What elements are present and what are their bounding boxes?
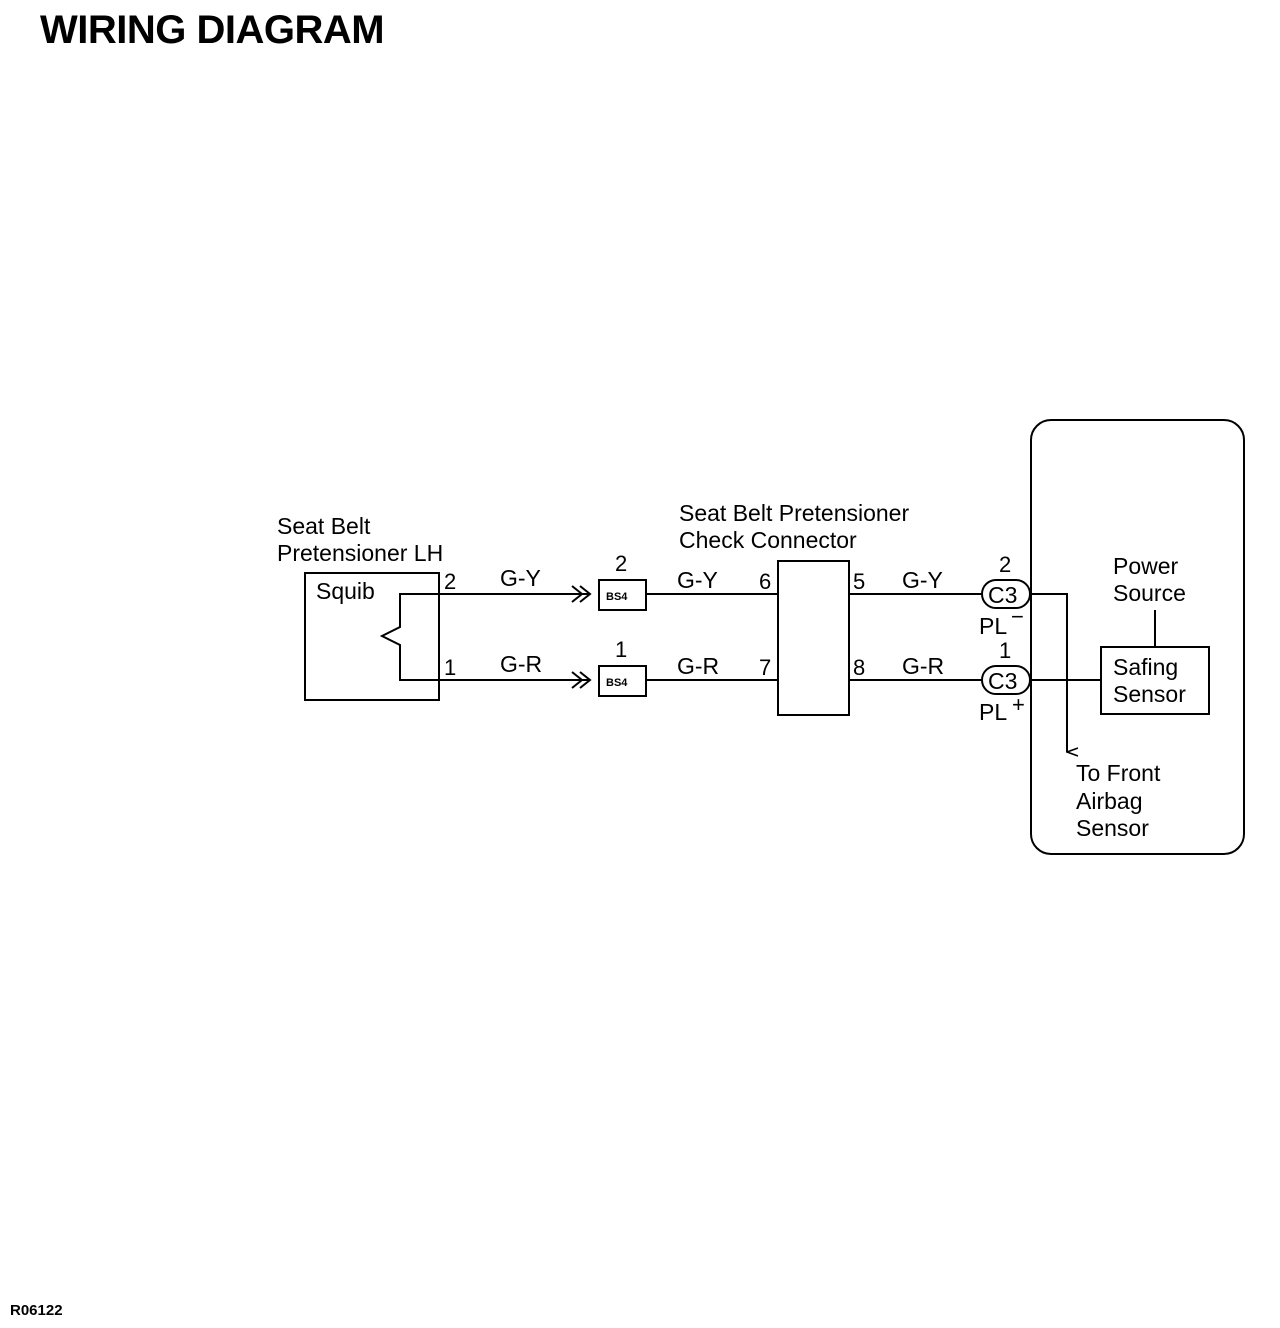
- pretensioner-pin-2: 2: [444, 569, 456, 594]
- terminal-pl-plus: PL: [979, 699, 1007, 725]
- plug-chevron-bottom-2: [579, 671, 592, 689]
- bs4-pin-1: 1: [615, 637, 627, 662]
- wire-label-g-r-3: G-R: [902, 653, 944, 679]
- pretensioner-box: [304, 572, 440, 701]
- pretensioner-pin-1: 1: [444, 655, 456, 680]
- wire-label-g-y-2: G-Y: [677, 567, 718, 593]
- safing-sensor-label-line2: Sensor: [1113, 681, 1186, 707]
- terminal-pl-plus-sign: +: [1012, 692, 1025, 717]
- safing-sensor-label-line1: Safing: [1113, 654, 1178, 680]
- c3-bottom-code: C3: [988, 668, 1017, 694]
- airbag-sensor-assembly: [1030, 419, 1245, 855]
- to-front-airbag-label-line1: To Front: [1076, 760, 1161, 786]
- wire-label-g-y-1: G-Y: [500, 565, 541, 591]
- wire-label-g-y-3: G-Y: [902, 567, 943, 593]
- plug-chevron-bottom-1: [571, 671, 584, 689]
- bs4-top-tag: BS4: [606, 591, 628, 603]
- bs4-bottom-tag: BS4: [606, 677, 628, 689]
- plug-chevron-top-2: [579, 585, 592, 603]
- safing-sensor-box: [1100, 646, 1210, 715]
- c3-pin-1: 1: [999, 638, 1011, 663]
- c3-top-code: C3: [988, 582, 1017, 608]
- check-connector-label-line2: Check Connector: [679, 527, 857, 553]
- pretensioner-label-line2: Pretensioner LH: [277, 540, 443, 566]
- power-source-label-line2: Source: [1113, 580, 1186, 606]
- c3-pin-2: 2: [999, 552, 1011, 577]
- terminal-pl-minus: PL: [979, 613, 1007, 639]
- check-pin-6: 6: [759, 569, 771, 594]
- check-pin-5: 5: [853, 569, 865, 594]
- squib-label: Squib: [316, 578, 375, 604]
- to-front-airbag-label-line3: Sensor: [1076, 815, 1149, 841]
- check-connector-label-line1: Seat Belt Pretensioner: [679, 500, 909, 526]
- bs4-pin-2: 2: [615, 551, 627, 576]
- to-front-airbag-arrow: [1030, 593, 1067, 752]
- plug-chevron-top-1: [571, 585, 584, 603]
- figure-code: R06122: [10, 1302, 63, 1319]
- pretensioner-label-line1: Seat Belt: [277, 513, 371, 539]
- check-pin-8: 8: [853, 655, 865, 680]
- squib-element: [379, 593, 439, 681]
- power-source-label-line1: Power: [1113, 553, 1179, 579]
- check-connector-box: [777, 560, 850, 716]
- wire-label-g-r-2: G-R: [677, 653, 719, 679]
- terminal-pl-minus-sign: −: [1011, 604, 1024, 629]
- to-front-airbag-label-line2: Airbag: [1076, 788, 1142, 814]
- page-title: WIRING DIAGRAM: [40, 8, 385, 52]
- wire-label-g-r-1: G-R: [500, 651, 542, 677]
- check-pin-7: 7: [759, 655, 771, 680]
